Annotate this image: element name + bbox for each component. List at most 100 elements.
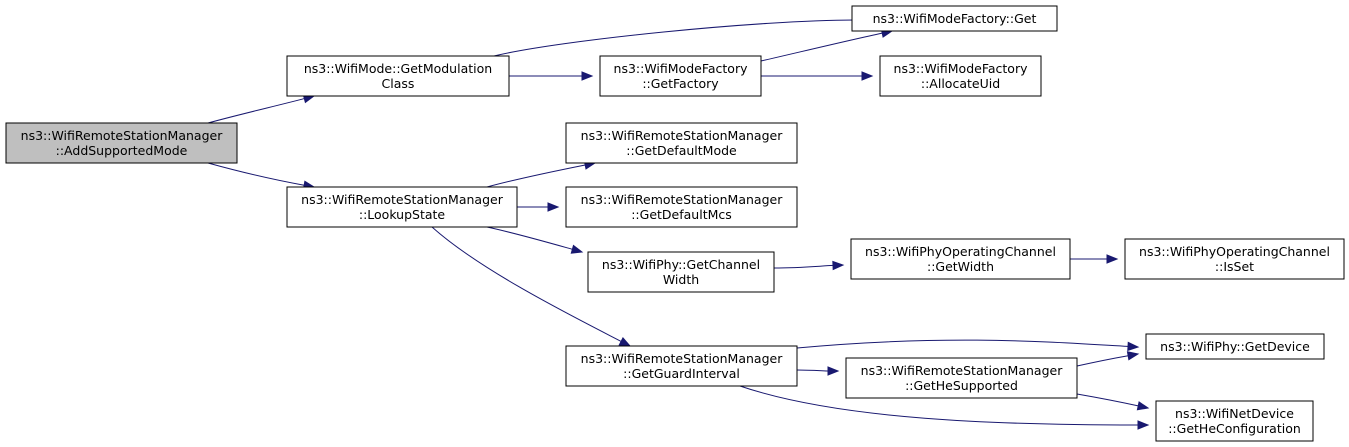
edge-phy-chw-to-poc-width bbox=[773, 260, 845, 271]
node-phy-dev[interactable]: ns3::WifiPhy::GetDevice bbox=[1145, 333, 1325, 360]
edge-line bbox=[431, 226, 622, 342]
edge-arrowhead bbox=[581, 71, 594, 81]
node-label: ::AddSupportedMode bbox=[56, 143, 188, 158]
node-label: ns3::WifiModeFactory bbox=[614, 61, 749, 76]
edge-line bbox=[493, 19, 856, 57]
node-label: ns3::WifiNetDevice bbox=[1175, 406, 1294, 421]
node-label: ns3::WifiRemoteStationManager bbox=[581, 192, 784, 207]
node-label: ::IsSet bbox=[1215, 259, 1254, 274]
node-box bbox=[587, 251, 775, 293]
node-label: ns3::WifiRemoteStationManager bbox=[21, 128, 224, 143]
edge-gethe-to-nd-hecfg bbox=[1076, 393, 1150, 411]
node-label: ns3::WifiMode::GetModulation bbox=[304, 61, 492, 76]
edge-line bbox=[1076, 355, 1129, 367]
node-label: ::AllocateUid bbox=[921, 76, 1000, 91]
edge-arrowhead bbox=[547, 202, 560, 212]
nodes-layer: ns3::WifiRemoteStationManager::AddSuppor… bbox=[5, 5, 1345, 442]
node-box bbox=[565, 122, 798, 164]
node-label: ::GetHeConfiguration bbox=[1168, 421, 1301, 436]
edge-getgi-to-gethe bbox=[796, 366, 840, 376]
node-box bbox=[565, 186, 798, 228]
node-nd-hecfg[interactable]: ns3::WifiNetDevice::GetHeConfiguration bbox=[1155, 400, 1314, 442]
node-label: ::GetDefaultMode bbox=[626, 143, 737, 158]
edge-poc-width-to-poc-isset bbox=[1070, 254, 1119, 264]
node-label: ::GetFactory bbox=[642, 76, 719, 91]
node-label: ::GetGuardInterval bbox=[623, 366, 740, 381]
node-gethe[interactable]: ns3::WifiRemoteStationManager::GetHeSupp… bbox=[845, 357, 1078, 399]
edge-line bbox=[739, 385, 1139, 426]
edge-root-to-lookup bbox=[207, 162, 316, 190]
edge-arrowhead bbox=[1137, 420, 1150, 430]
node-label: ns3::WifiPhyOperatingChannel bbox=[865, 244, 1056, 259]
node-lookup[interactable]: ns3::WifiRemoteStationManager::LookupSta… bbox=[286, 186, 518, 228]
node-box bbox=[5, 122, 238, 164]
edge-line bbox=[796, 369, 829, 372]
edge-line bbox=[486, 226, 573, 250]
node-label: ns3::WifiRemoteStationManager bbox=[861, 363, 1064, 378]
node-mf-getfactory[interactable]: ns3::WifiModeFactory::GetFactory bbox=[599, 55, 762, 97]
edge-root-to-getmod bbox=[207, 94, 316, 124]
node-mf-get[interactable]: ns3::WifiModeFactory::Get bbox=[851, 5, 1058, 32]
edge-line bbox=[486, 164, 586, 188]
node-getdefmode[interactable]: ns3::WifiRemoteStationManager::GetDefaul… bbox=[565, 122, 798, 164]
edge-lookup-to-getgi bbox=[431, 226, 632, 347]
edge-arrowhead bbox=[618, 336, 632, 347]
node-poc-isset[interactable]: ns3::WifiPhyOperatingChannel::IsSet bbox=[1124, 238, 1345, 280]
node-label: ::LookupState bbox=[359, 207, 446, 222]
node-box bbox=[599, 55, 762, 97]
edge-line bbox=[1076, 393, 1139, 407]
edge-gethe-to-phy-dev bbox=[1076, 351, 1140, 367]
node-label: Class bbox=[382, 76, 415, 91]
node-box bbox=[565, 345, 798, 387]
node-label: ns3::WifiModeFactory bbox=[894, 61, 1029, 76]
edge-line bbox=[796, 339, 1129, 349]
node-label: ::GetHeSupported bbox=[905, 378, 1018, 393]
node-root: ns3::WifiRemoteStationManager::AddSuppor… bbox=[5, 122, 238, 164]
node-getdefmcs[interactable]: ns3::WifiRemoteStationManager::GetDefaul… bbox=[565, 186, 798, 228]
node-label: ns3::WifiPhy::GetChannel bbox=[602, 257, 760, 272]
node-mf-alloc[interactable]: ns3::WifiModeFactory::AllocateUid bbox=[879, 55, 1042, 97]
edge-arrowhead bbox=[570, 244, 584, 254]
edge-arrowhead bbox=[832, 260, 845, 271]
edge-lookup-to-getdefmode bbox=[486, 160, 597, 188]
edge-arrowhead bbox=[1127, 341, 1140, 352]
edge-mf-getfactory-to-mf-get bbox=[760, 28, 894, 62]
node-label: ns3::WifiRemoteStationManager bbox=[581, 128, 784, 143]
edge-lookup-to-getdefmcs bbox=[516, 202, 560, 212]
node-getgi[interactable]: ns3::WifiRemoteStationManager::GetGuardI… bbox=[565, 345, 798, 387]
node-label: ::GetWidth bbox=[927, 259, 994, 274]
node-label: ns3::WifiPhy::GetDevice bbox=[1160, 339, 1310, 354]
node-box bbox=[851, 5, 1058, 32]
edge-line bbox=[207, 98, 305, 124]
edge-lookup-to-phy-chw bbox=[486, 226, 584, 254]
edge-mf-getfactory-to-mf-alloc bbox=[760, 71, 874, 81]
node-box bbox=[1124, 238, 1345, 280]
edge-line bbox=[207, 162, 305, 186]
edge-getgi-to-phy-dev bbox=[796, 339, 1140, 352]
node-label: ns3::WifiRemoteStationManager bbox=[581, 351, 784, 366]
node-box bbox=[286, 55, 510, 97]
node-label: ns3::WifiPhyOperatingChannel bbox=[1139, 244, 1330, 259]
node-label: ns3::WifiRemoteStationManager bbox=[301, 192, 504, 207]
edge-getmod-to-mf-getfactory bbox=[508, 71, 594, 81]
edge-arrowhead bbox=[1136, 401, 1150, 411]
node-box bbox=[286, 186, 518, 228]
edge-getgi-to-nd-hecfg bbox=[739, 385, 1150, 430]
node-box bbox=[879, 55, 1042, 97]
edge-arrowhead bbox=[1106, 254, 1119, 264]
node-box bbox=[850, 238, 1071, 280]
node-label: ::GetDefaultMcs bbox=[631, 207, 732, 222]
node-label: Width bbox=[663, 272, 699, 287]
node-box bbox=[845, 357, 1078, 399]
edge-line bbox=[760, 32, 883, 62]
edge-line bbox=[773, 264, 834, 269]
node-box bbox=[1145, 333, 1325, 360]
node-poc-width[interactable]: ns3::WifiPhyOperatingChannel::GetWidth bbox=[850, 238, 1071, 280]
edge-arrowhead bbox=[1126, 351, 1140, 361]
node-box bbox=[1155, 400, 1314, 442]
edge-arrowhead bbox=[827, 366, 840, 376]
node-label: ns3::WifiModeFactory::Get bbox=[873, 11, 1037, 26]
